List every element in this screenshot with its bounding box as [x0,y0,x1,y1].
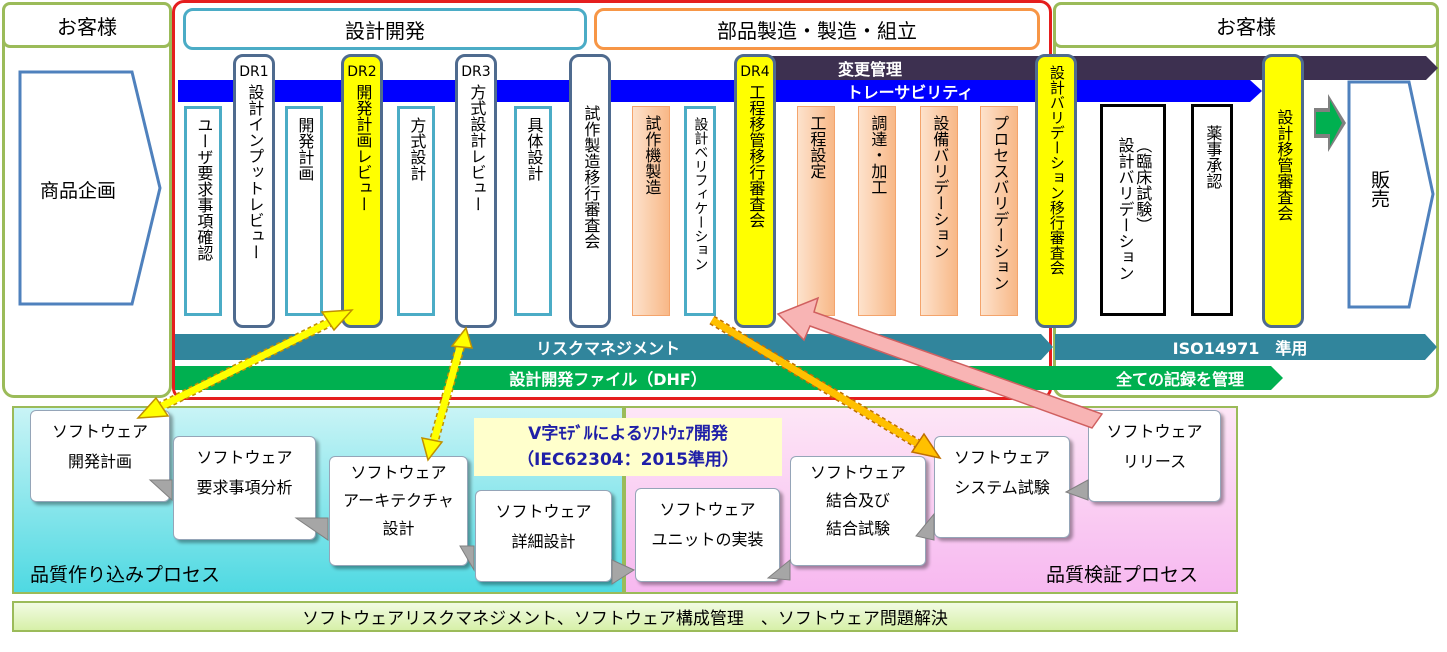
product-planning-chevron [18,70,162,306]
dr2-label: DR2 [347,64,377,80]
traceability-band [178,80,1262,102]
sw-b2-l2: 要求事項分析 [196,478,293,497]
col-architecture-design-label: 方式設計 [407,117,427,181]
sw-integration-box: ソフトウェア結合及び結合試験 [790,456,926,566]
col-dr1: DR1 設計インプットレビュー [233,54,275,328]
col-clinical-validation: （臨床試験） 設計バリデーション [1100,104,1166,316]
col-transfer-review: 設計移管審査会 [1262,54,1304,328]
col-detailed-design-label: 具体設計 [524,117,544,181]
dhf-label: 設計開発ファイル（DHF） [509,370,707,389]
sw-b1-l1: ソフトウェア [51,422,148,441]
quality-building-caption: 品質作り込みプロセス [30,564,221,586]
sw-unit-implementation-box: ソフトウェアユニットの実装 [635,488,780,582]
col-design-verification: 設計ベリフィケーション [684,106,716,316]
dr1-label: DR1 [239,64,269,80]
dr3-label: DR3 [461,64,491,80]
col-clinical-validation-text: （臨床試験） 設計バリデーション [1115,137,1153,281]
col-procurement: 調達・加工 [858,106,896,316]
sw-b8-l2: リリース [1122,452,1187,471]
vmodel-title-line1: V字ﾓﾃﾞﾙによるｿﾌﾄｳｪｱ開発 [528,424,728,444]
col-procurement-label: 調達・加工 [868,115,888,195]
col-dev-plan-label: 開発計画 [295,117,315,181]
header-design-dev: 設計開発 [183,8,587,50]
vmodel-title-line2: （IEC62304：2015準用） [517,450,739,470]
col-process-validation-label: プロセスバリデーション [990,115,1010,291]
quality-verification-caption: 品質検証プロセス [1046,564,1199,586]
sw-b6-l3: 結合試験 [825,519,890,538]
col-detailed-design: 具体設計 [514,106,552,316]
traceability-label: トレーサビリティ [846,83,974,102]
sw-b7-l1: ソフトウェア [953,448,1050,467]
col-prototype-manufacturing: 試作機製造 [632,106,670,316]
all-records-label: 全ての記録を管理 [1115,370,1244,389]
sw-b6-l1: ソフトウェア [809,463,906,482]
change-management-label: 変更管理 [837,60,902,79]
vmodel-title-box: V字ﾓﾃﾞﾙによるｿﾌﾄｳｪｱ開発 （IEC62304：2015準用） [474,418,782,476]
col-validation-review: 設計バリデーション移行審査会 [1035,54,1077,328]
col-dev-plan: 開発計画 [285,106,323,316]
sw-b6-l2: 結合及び [825,491,890,510]
sw-b5-l1: ソフトウェア [659,500,756,519]
col-dr4: DR4 工程移管移行審査会 [734,54,776,328]
col-prototype-manufacturing-label: 試作機製造 [642,115,662,195]
sw-requirements-box: ソフトウェア要求事項分析 [173,436,316,540]
col-regulatory-approval: 薬事承認 [1191,104,1233,316]
sw-system-test-box: ソフトウェアシステム試験 [934,436,1070,538]
col-equipment-validation: 設備バリデーション [920,106,958,316]
col-transfer-review-label: 設計移管審査会 [1274,109,1294,221]
col-dr1-label: 設計インプットレビュー [245,83,265,260]
sw-release-box: ソフトウェアリリース [1088,410,1221,502]
sales-chevron [1347,80,1435,309]
iso14971-band [1055,334,1437,360]
sw-b3-l3: 設計 [382,519,415,538]
product-planning-label: 商品企画 [39,180,116,202]
footer-bar: ソフトウェアリスクマネジメント、ソフトウェア構成管理 、ソフトウェア問題解決 [12,601,1238,632]
col-design-verification-label: 設計ベリフィケーション [692,117,709,271]
col-dr3-label: 方式設計レビュー [467,83,487,212]
green-forward-arrow-icon [1314,94,1346,152]
sales-label: 販売 [1368,170,1390,208]
risk-management-label: リスクマネジメント [535,339,680,358]
col-process-validation: プロセスバリデーション [980,106,1018,316]
sw-b3-l1: ソフトウェア [350,463,447,482]
sw-dev-plan-box: ソフトウェア開発計画 [30,410,170,502]
sw-b2-l1: ソフトウェア [196,448,293,467]
sw-b5-l2: ユニットの実装 [651,530,764,549]
col-dr3: DR3 方式設計レビュー [455,54,497,328]
sw-b4-l2: 詳細設計 [511,532,576,551]
col-process-setting-label: 工程設定 [807,115,827,179]
col-user-requirements-label: ユーザ要求事項確認 [194,117,214,261]
col-prototype-review-label: 試作製造移行審査会 [581,105,601,249]
sw-b1-l2: 開発計画 [67,452,132,471]
sw-architecture-box: ソフトウェアアーキテクチャ設計 [329,456,468,566]
col-clinical-line2: 設計バリデーション [1115,137,1135,281]
iso14971-label: ISO14971 準用 [1172,339,1308,358]
sw-b3-l2: アーキテクチャ [343,491,454,510]
col-process-setting: 工程設定 [797,106,835,316]
header-manufacturing: 部品製造・製造・組立 [594,8,1040,50]
sw-b8-l1: ソフトウェア [1106,422,1203,441]
col-architecture-design: 方式設計 [397,106,435,316]
col-dr2: DR2 開発計画レビュー [341,54,383,328]
sw-b7-l2: システム試験 [954,478,1050,497]
sw-b4-l1: ソフトウェア [495,502,592,521]
col-equipment-validation-label: 設備バリデーション [930,115,950,259]
col-prototype-review: 試作製造移行審査会 [569,54,611,328]
header-customer-right: お客様 [1053,2,1439,48]
col-clinical-line1: （臨床試験） [1133,137,1153,233]
col-regulatory-approval-label: 薬事承認 [1203,125,1223,189]
sw-detailed-design-box: ソフトウェア詳細設計 [475,490,612,582]
col-validation-review-label: 設計バリデーション移行審査会 [1047,65,1066,275]
header-customer-left: お客様 [2,2,172,48]
col-user-requirements: ユーザ要求事項確認 [184,106,222,316]
col-dr4-label: 工程移管移行審査会 [746,83,766,228]
col-dr2-label: 開発計画レビュー [353,83,373,212]
dr4-label: DR4 [740,64,770,80]
